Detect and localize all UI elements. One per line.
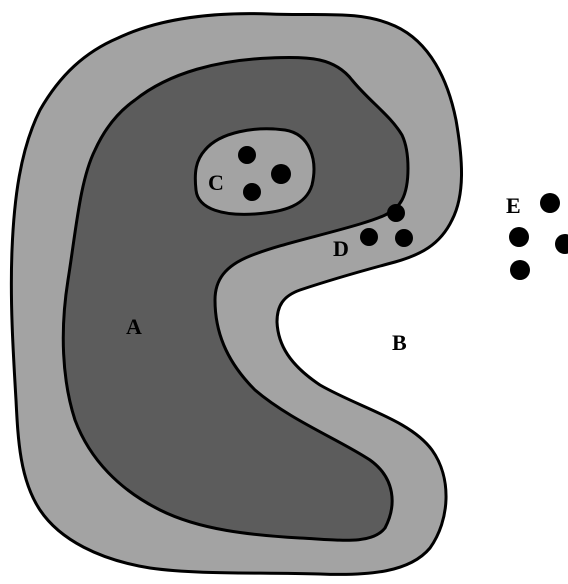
dot-e-2	[509, 227, 529, 247]
label-d: D	[333, 238, 349, 260]
dot-c-2	[271, 164, 291, 184]
label-e: E	[506, 195, 521, 217]
label-c: C	[208, 172, 224, 194]
dot-e-1	[540, 193, 560, 213]
dot-d-1	[387, 204, 405, 222]
dot-c-3	[243, 183, 261, 201]
dot-c-1	[238, 146, 256, 164]
dot-d-2	[360, 228, 378, 246]
label-b: B	[392, 332, 407, 354]
label-a: A	[126, 316, 142, 338]
dot-e-4	[510, 260, 530, 280]
dot-e-3	[555, 234, 568, 254]
dot-d-3	[395, 229, 413, 247]
